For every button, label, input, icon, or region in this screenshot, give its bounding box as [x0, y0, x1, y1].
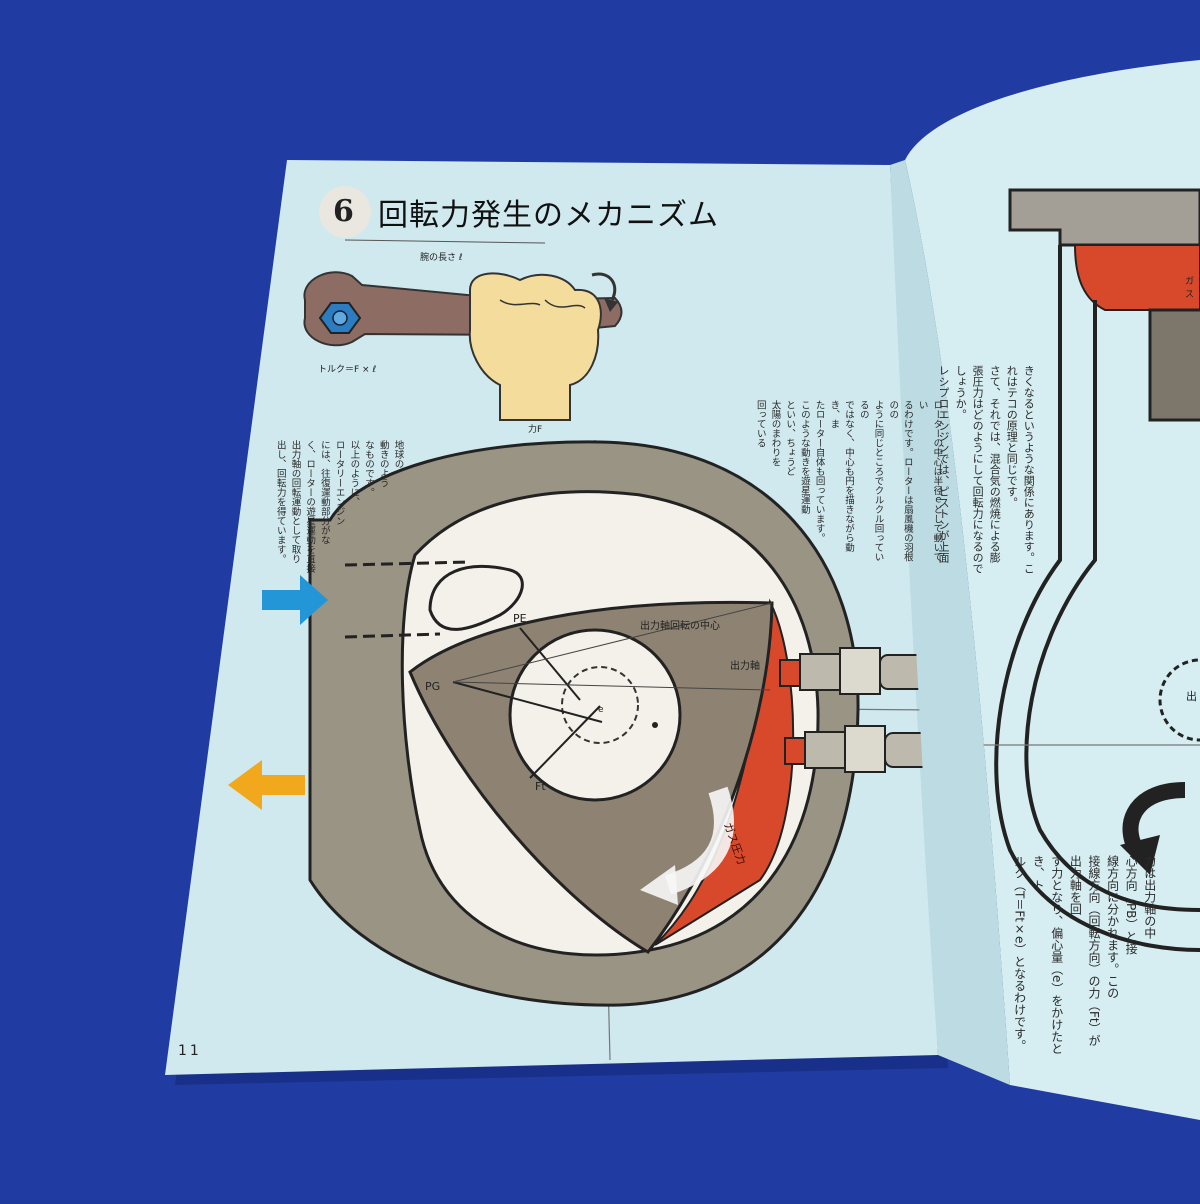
rotor-axis-line-1 [452, 602, 773, 683]
section-number: 6 [333, 194, 354, 229]
eccentric-circle [561, 666, 639, 744]
intake-port [428, 564, 524, 631]
gas-label-right: ガス [1185, 277, 1195, 300]
body-text-c: きくなるというような関係にあります。こ れはテコの原理と同じです。 さて、それで… [937, 365, 1036, 574]
body-text-a: 地球の 動きのよう なものです。 以上のように、 ロータリーエンジン には、往復… [274, 440, 404, 573]
pe-vector-line [519, 627, 581, 701]
spine-gutter [890, 160, 1010, 1085]
shaft-center-dot [652, 722, 658, 728]
arm-length-dimension [344, 239, 546, 244]
fist-icon [468, 272, 602, 421]
ft-vector-line [529, 705, 601, 779]
rotation-arrow-icon [664, 786, 734, 895]
shaft-label: 出力軸 [730, 661, 760, 672]
center-label: 出力軸回転の中心 [640, 621, 720, 632]
pg-label: PG [425, 680, 441, 693]
crank-rotation-arrow-head [1120, 835, 1160, 875]
pg-vector-line [452, 681, 603, 723]
e-label: e [598, 705, 604, 715]
section-number-badge [319, 186, 371, 238]
intake-passage-lower [344, 632, 441, 639]
out-label-right: 出 [1186, 690, 1197, 703]
spark-plug-icon-lower [784, 725, 938, 773]
body-text-d: 力は出力軸の中 心方向（PB）と接 線方向に分かれます。この 接線方向（回転方向… [1012, 855, 1157, 1055]
page-title: 回転力発生のメカニズム [378, 198, 719, 233]
spark-plug-icon [779, 647, 938, 695]
intake-passage-upper [344, 560, 471, 567]
ft-label: Ft [535, 780, 546, 793]
curved-arrow-head [604, 298, 618, 312]
crank-circle [1158, 658, 1200, 742]
rotor-axis-line-2 [452, 681, 771, 691]
output-shaft-circle [508, 628, 682, 802]
pe-label: PE [513, 612, 527, 625]
arm-length-label: 腕の長さ ℓ [420, 253, 463, 263]
right-page [905, 60, 1200, 1120]
piston [1148, 308, 1200, 422]
crankcase-outline [994, 245, 1200, 952]
rotation-arrow-head [640, 865, 678, 905]
force-label: 力F [528, 425, 543, 435]
body-text-b: ローターの中心は半径ｅとして動いてい るわけです。ローターは扇風機の羽根のの よ… [754, 400, 943, 562]
page-number: 11 [178, 1043, 202, 1059]
torque-label: トルク＝F × ℓ [318, 365, 377, 375]
cylinder-wall [1024, 300, 1200, 912]
exhaust-arrow-icon [228, 760, 305, 810]
intake-arrow-icon [262, 575, 328, 625]
curved-arrow-icon [591, 272, 617, 301]
